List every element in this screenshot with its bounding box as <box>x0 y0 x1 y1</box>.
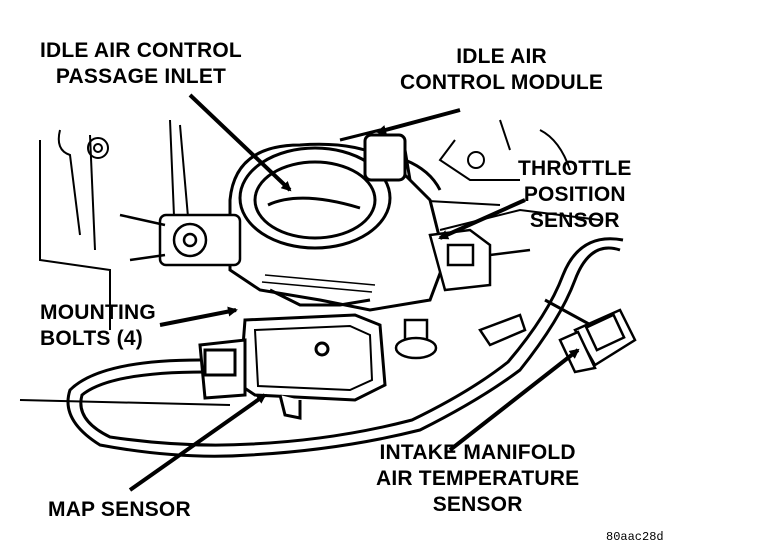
label-map-line1: MAP SENSOR <box>48 498 191 521</box>
label-iac-module-line1: IDLE AIR <box>456 45 547 68</box>
map-sensor-body <box>198 313 387 420</box>
vacuum-port <box>394 313 527 360</box>
label-iac-passage-inlet: IDLE AIR CONTROL PASSAGE INLET <box>40 38 242 90</box>
label-iat-line3: SENSOR <box>432 493 523 516</box>
leader-bolts <box>159 306 238 327</box>
label-bolts-line1: MOUNTING <box>40 301 156 324</box>
label-iat-line2: AIR TEMPERATURE <box>376 467 580 490</box>
label-tps-line3: SENSOR <box>529 209 620 232</box>
leader-map <box>128 393 267 492</box>
label-intake-air-temp-sensor: INTAKE MANIFOLD AIR TEMPERATURE SENSOR <box>376 440 579 518</box>
figure-code: 80aac28d <box>606 530 664 544</box>
leader-iac-module <box>376 108 461 135</box>
tps-connector <box>428 228 531 292</box>
leader-iat <box>448 348 580 452</box>
label-bolts-line2: BOLTS (4) <box>40 327 143 350</box>
label-tps-line1: THROTTLE <box>518 157 632 180</box>
throttle-linkage <box>119 213 242 267</box>
leader-lines <box>128 93 580 492</box>
label-iac-module: IDLE AIR CONTROL MODULE <box>400 44 603 96</box>
label-iac-module-line2: CONTROL MODULE <box>400 71 604 94</box>
label-tps-line2: POSITION <box>523 183 626 206</box>
label-map-sensor: MAP SENSOR <box>48 497 191 523</box>
leader-tps <box>438 198 526 240</box>
label-iac-inlet-line1: IDLE AIR CONTROL <box>40 39 242 62</box>
label-iat-line1: INTAKE MANIFOLD <box>379 441 576 464</box>
throttle-body <box>228 128 447 312</box>
leader-iac-inlet <box>188 93 292 192</box>
label-iac-inlet-line2: PASSAGE INLET <box>55 65 227 88</box>
iat-sensor-body <box>558 308 637 374</box>
engine-background <box>19 119 601 406</box>
label-throttle-position-sensor: THROTTLE POSITION SENSOR <box>518 156 632 234</box>
label-mounting-bolts: MOUNTING BOLTS (4) <box>40 300 156 352</box>
